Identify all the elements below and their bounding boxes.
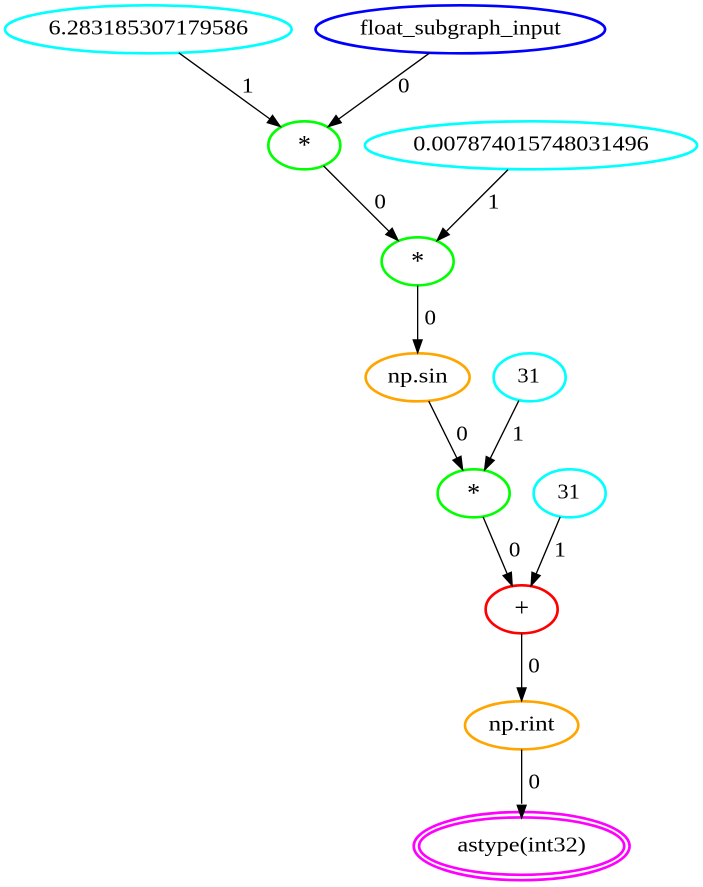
svg-text:*: * [467,478,480,507]
svg-text:31: 31 [517,363,540,387]
svg-text:0: 0 [425,305,437,329]
svg-text:0: 0 [456,421,468,445]
svg-text:6.283185307179586: 6.283185307179586 [49,15,249,39]
svg-text:1: 1 [554,537,566,561]
svg-text:1: 1 [242,73,254,97]
svg-text:1: 1 [512,421,524,445]
svg-text:0: 0 [398,73,410,97]
svg-text:0: 0 [509,537,521,561]
svg-text:np.rint: np.rint [489,711,555,735]
svg-text:*: * [298,130,311,159]
svg-text:0: 0 [529,769,541,793]
svg-text:0.007874015748031496: 0.007874015748031496 [413,131,649,155]
svg-text:*: * [411,246,424,275]
svg-text:+: + [514,593,529,622]
svg-text:astype(int32): astype(int32) [457,833,586,857]
svg-text:np.sin: np.sin [388,363,449,387]
svg-text:0: 0 [528,653,540,677]
svg-text:31: 31 [557,479,580,503]
svg-text:0: 0 [374,189,386,213]
svg-text:1: 1 [488,189,500,213]
svg-text:float_subgraph_input: float_subgraph_input [360,15,561,39]
